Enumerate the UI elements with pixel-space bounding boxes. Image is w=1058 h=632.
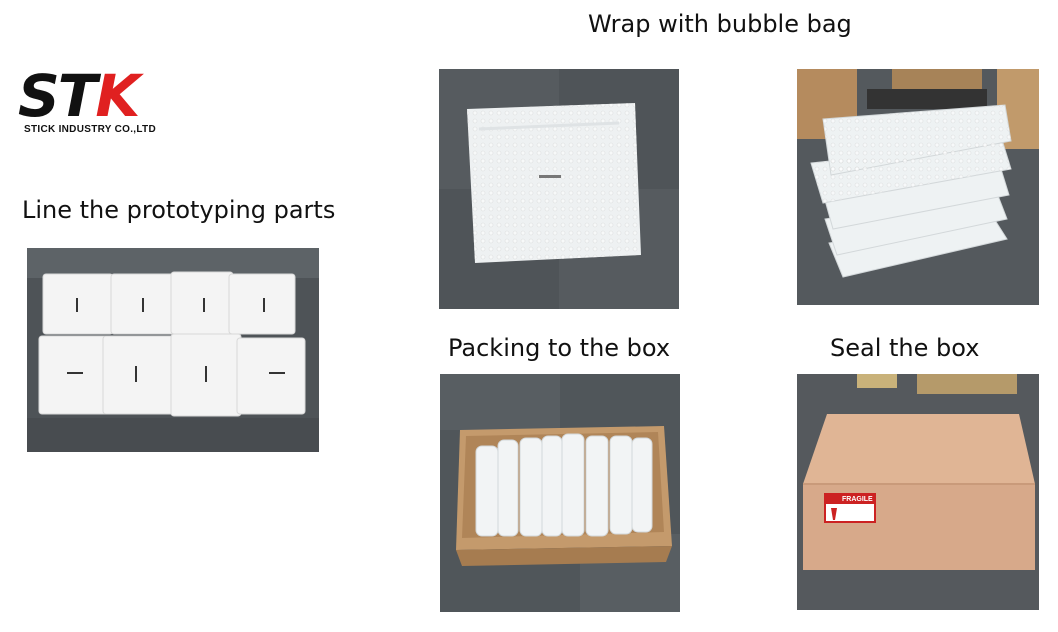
photo-lined-parts (27, 248, 319, 452)
caption-packing: Packing to the box (448, 334, 671, 362)
packing-box-illustration (440, 374, 680, 612)
photo-bubble-wrap-single (439, 69, 679, 309)
sealed-box-illustration (797, 374, 1039, 610)
logo-company-name: STICK INDUSTRY CO.,LTD (24, 124, 156, 135)
photo-bubble-wrap-stack (797, 69, 1039, 305)
photo-sealed-box: FRAGILE (797, 374, 1039, 610)
stk-logo: STK STICK INDUSTRY CO.,LTD (18, 66, 218, 146)
logo-mark-st: ST (18, 62, 97, 130)
caption-line-parts: Line the prototyping parts (22, 196, 336, 224)
lined-parts-illustration (27, 248, 319, 452)
logo-mark: STK (18, 66, 140, 126)
fragile-label: FRAGILE (842, 496, 873, 503)
caption-seal: Seal the box (830, 334, 980, 362)
bubble-wrap-single-illustration (439, 69, 679, 309)
caption-wrap: Wrap with bubble bag (588, 10, 852, 38)
bubble-wrap-stack-illustration (797, 69, 1039, 305)
logo-mark-k: K (95, 62, 140, 130)
photo-packing-box (440, 374, 680, 612)
